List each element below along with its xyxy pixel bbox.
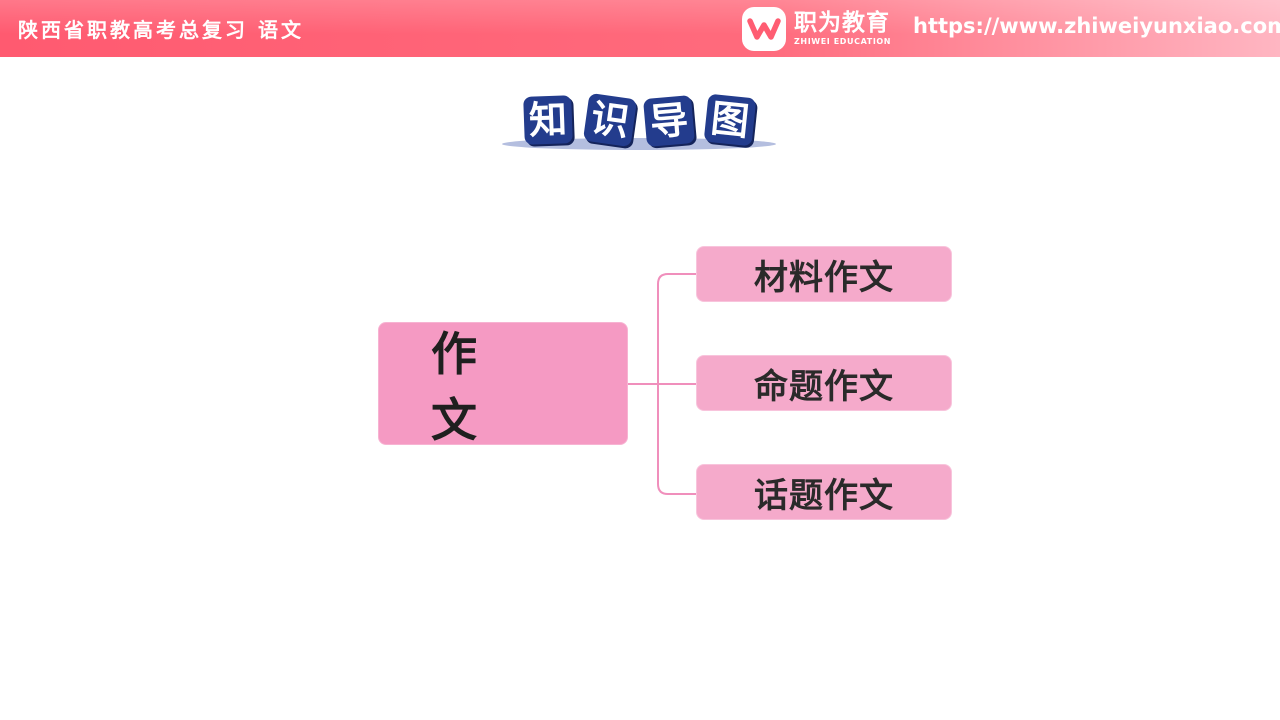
connector-trunk [657,273,669,495]
header-bar: 陕西省职教高考总复习 语文 职为教育 ZHIWEI EDUCATION http… [0,0,1280,57]
course-title: 陕西省职教高考总复习 语文 [18,18,304,42]
logo-w-icon [742,7,786,51]
child-node: 话题作文 [696,464,952,520]
site-url: https://www.zhiweiyunxiao.com/ [913,14,1280,38]
brand-name: 职为教育 [794,10,890,36]
section-heading: 知 识 导 图 [502,92,778,156]
child-node: 材料作文 [696,246,952,302]
child-node: 命题作文 [696,355,952,411]
root-node: 作 文 [378,322,628,447]
brand-subtitle: ZHIWEI EDUCATION [794,37,892,46]
w-mark-icon [747,18,781,40]
brand-text: 职为教育 ZHIWEI EDUCATION [794,12,891,46]
brand-logo: 职为教育 ZHIWEI EDUCATION [742,6,891,52]
